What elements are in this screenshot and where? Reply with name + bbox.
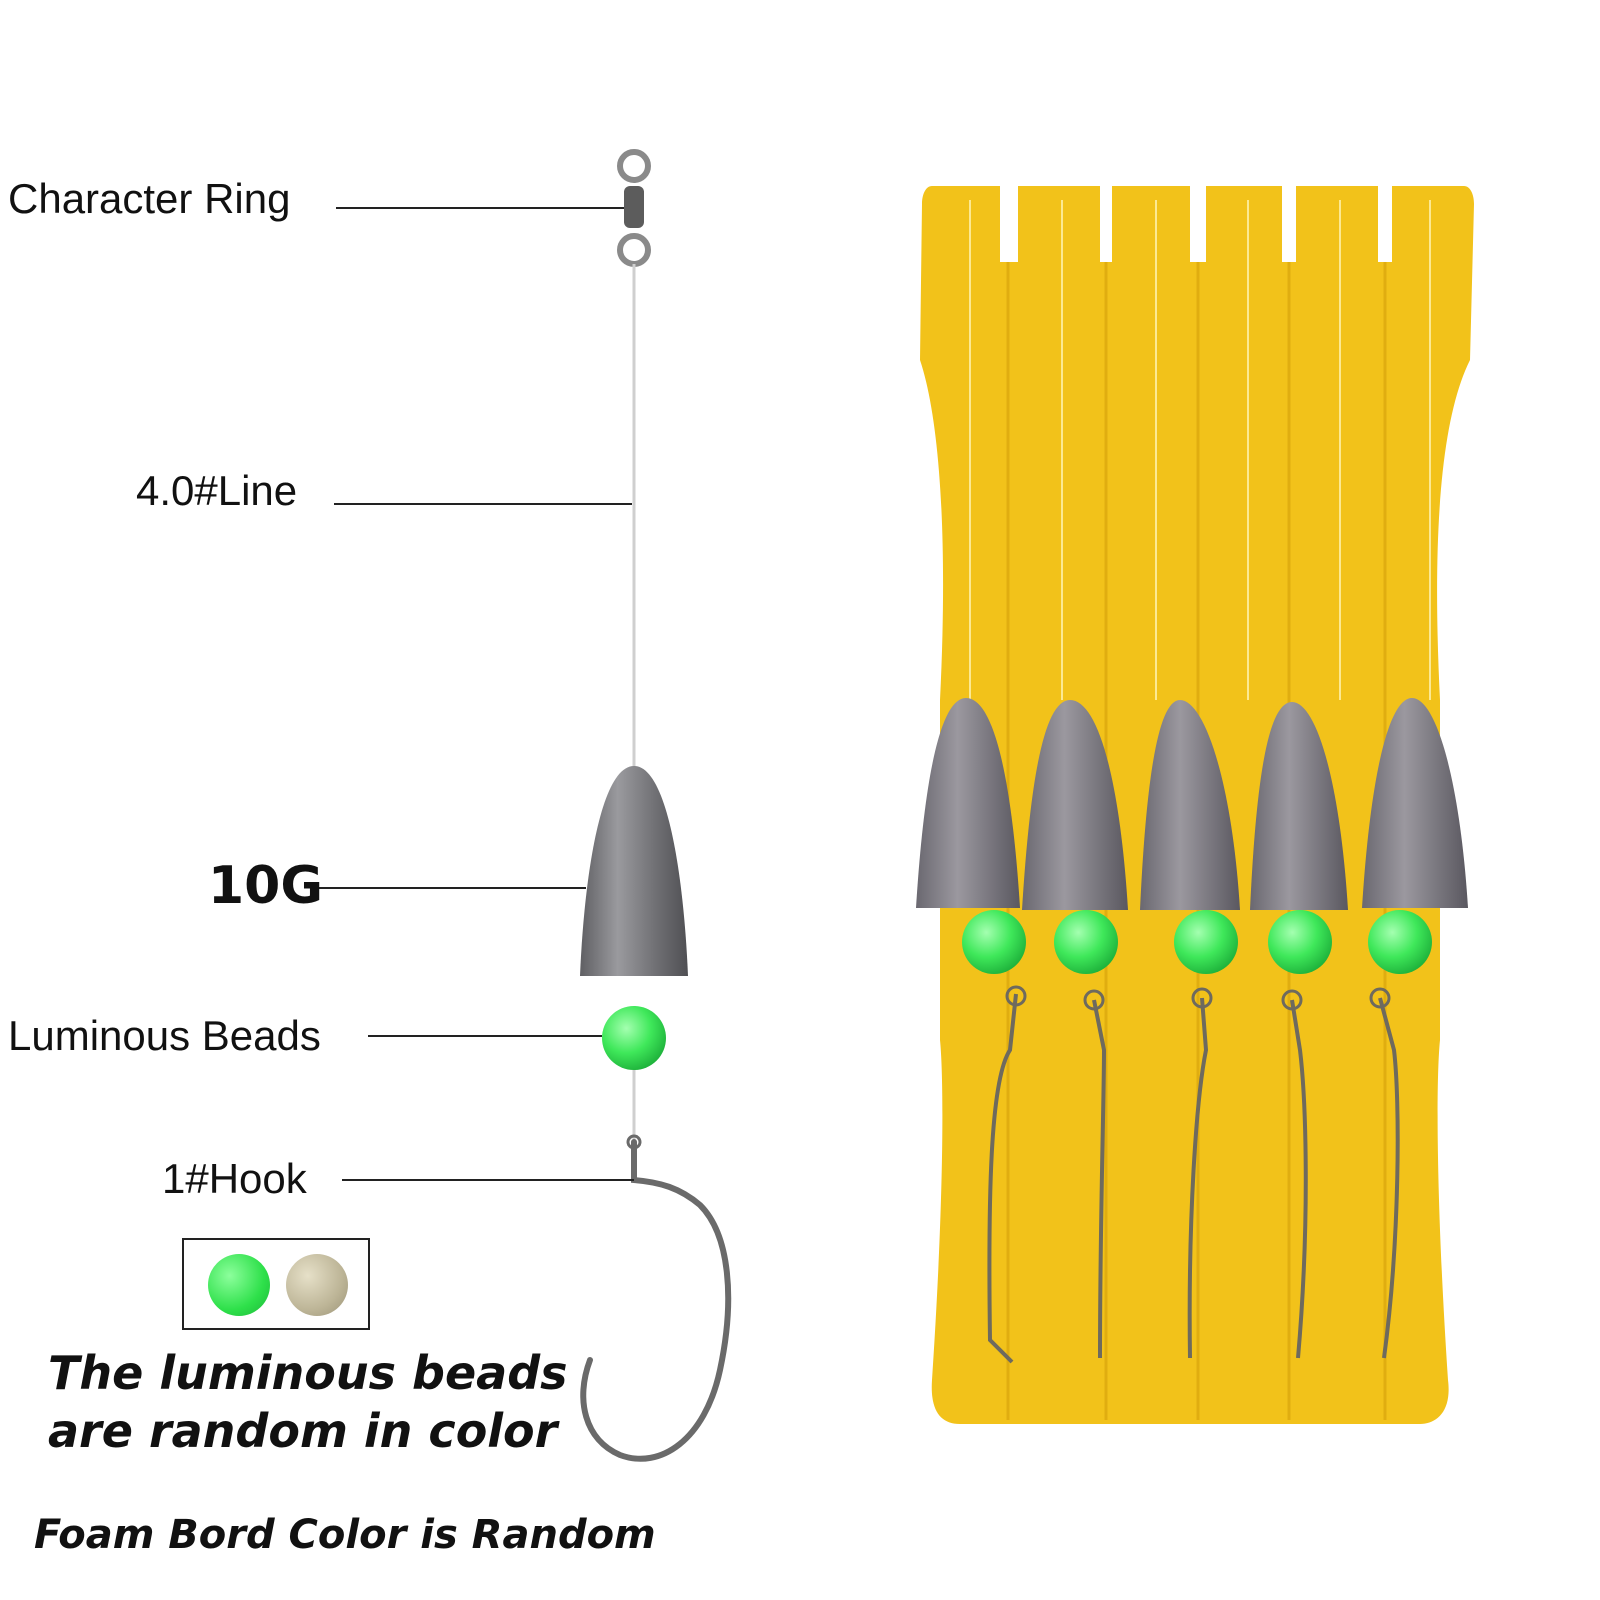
rig-4	[1250, 702, 1348, 1359]
sinker-icon	[580, 766, 688, 976]
rig-3-bead-icon	[1174, 910, 1238, 974]
bead-color-note-line1: The luminous beads	[48, 1346, 568, 1400]
rig-2-hook-icon	[1092, 999, 1107, 1359]
rig-5-hook-icon	[1378, 997, 1400, 1359]
rig-2-bead-icon	[1054, 910, 1118, 974]
foam-board-note: Foam Bord Color is Random	[34, 1512, 656, 1558]
label-luminous-beads: Luminous Beads	[8, 1012, 321, 1059]
green-bead-swatch	[208, 1254, 270, 1316]
wrapped-lines	[969, 200, 1431, 700]
bead-icon	[602, 1006, 666, 1070]
rig-5-sinker-icon	[1362, 698, 1468, 908]
bead-color-note: The luminous beads are random in color	[48, 1344, 568, 1460]
rig-1-sinker-icon	[916, 698, 1020, 908]
rig-4-hook-icon	[1290, 999, 1308, 1359]
bead-color-note-line2: are random in color	[48, 1404, 558, 1458]
rig-2-sinker-icon	[1022, 700, 1128, 910]
rig-3	[1140, 700, 1240, 1359]
label-line: 4.0#Line	[136, 467, 298, 514]
rig-5-bead-icon	[1368, 910, 1432, 974]
rig-1	[916, 698, 1027, 1364]
bead-color-swatches	[182, 1238, 370, 1330]
rig-1-hook-icon	[987, 993, 1018, 1364]
rig-2	[1022, 700, 1128, 1359]
label-character-ring: Character Ring	[8, 175, 291, 222]
rig-1-bead-icon	[962, 910, 1026, 974]
label-weight: 10G	[208, 856, 324, 916]
rig-4-sinker-icon	[1250, 702, 1348, 910]
rig-5	[1362, 698, 1468, 1359]
label-hook: 1#Hook	[162, 1155, 307, 1202]
rig-4-bead-icon	[1268, 910, 1332, 974]
rig-3-sinker-icon	[1140, 700, 1240, 910]
beige-bead-swatch	[286, 1254, 348, 1316]
hook-icon	[580, 1139, 732, 1462]
rig-3-hook-icon	[1187, 997, 1209, 1359]
